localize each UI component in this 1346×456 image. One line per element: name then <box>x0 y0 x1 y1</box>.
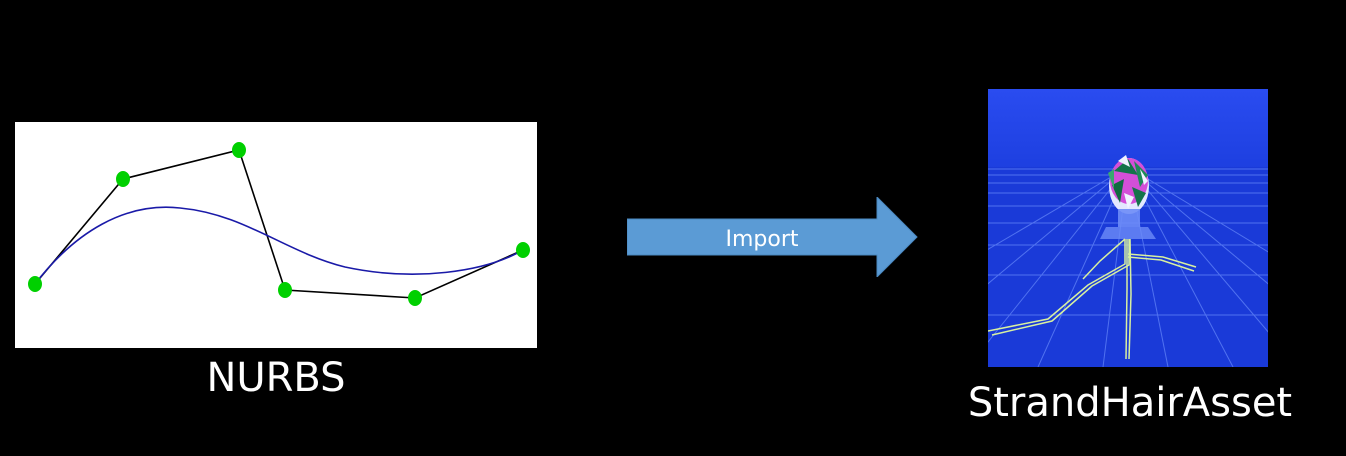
control-point <box>28 276 42 292</box>
skeleton-rig <box>988 238 1197 360</box>
strand-hair-asset-viewport <box>988 89 1268 367</box>
nurbs-curve <box>34 206 524 285</box>
sky <box>988 89 1268 169</box>
control-point <box>116 171 130 187</box>
arrow-shape <box>627 197 918 277</box>
control-point <box>278 282 292 298</box>
control-polygon <box>34 149 524 299</box>
strand-hair-asset-caption: StrandHairAsset <box>967 380 1293 426</box>
control-point <box>232 142 246 158</box>
nurbs-curve-figure <box>28 142 530 306</box>
hair-head <box>1108 155 1149 227</box>
nurbs-caption: NURBS <box>206 355 346 401</box>
viewport-scene <box>988 89 1268 367</box>
control-point <box>408 290 422 306</box>
bust-base <box>1100 227 1156 239</box>
import-label: Import <box>725 227 798 252</box>
nurbs-diagram <box>15 122 537 348</box>
control-point <box>516 242 530 258</box>
import-arrow: Import <box>627 197 918 277</box>
